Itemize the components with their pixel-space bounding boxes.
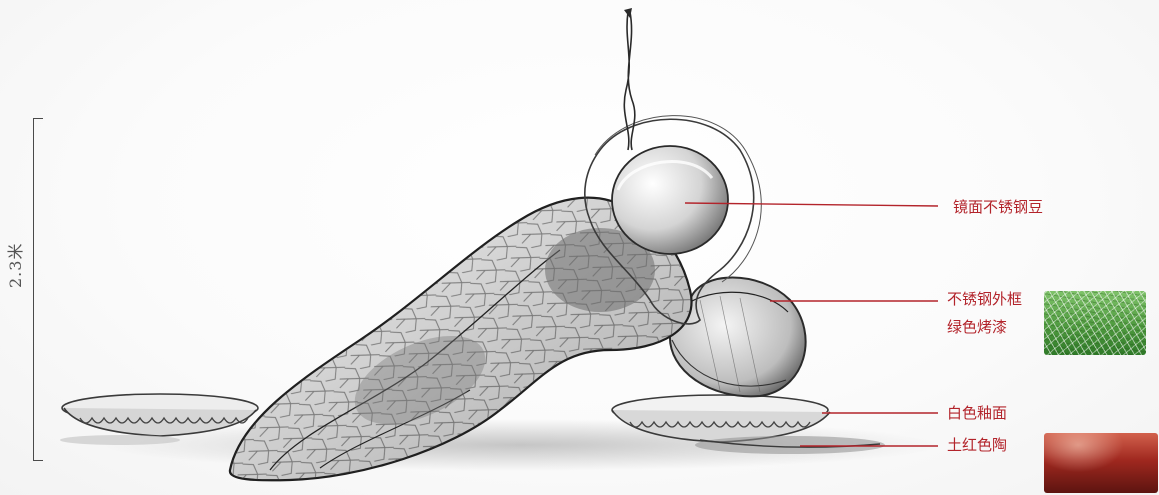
green-paint-sample-icon — [1044, 291, 1146, 355]
label-mirror-stainless-bean: 镜面不锈钢豆 — [953, 198, 1043, 216]
label-white-glaze: 白色釉面 — [947, 404, 1007, 422]
label-stainless-frame: 不锈钢外框 — [947, 290, 1022, 308]
label-green-paint: 绿色烤漆 — [947, 318, 1007, 336]
label-red-clay: 土红色陶 — [947, 436, 1007, 454]
red-clay-sample-icon — [1044, 433, 1158, 493]
